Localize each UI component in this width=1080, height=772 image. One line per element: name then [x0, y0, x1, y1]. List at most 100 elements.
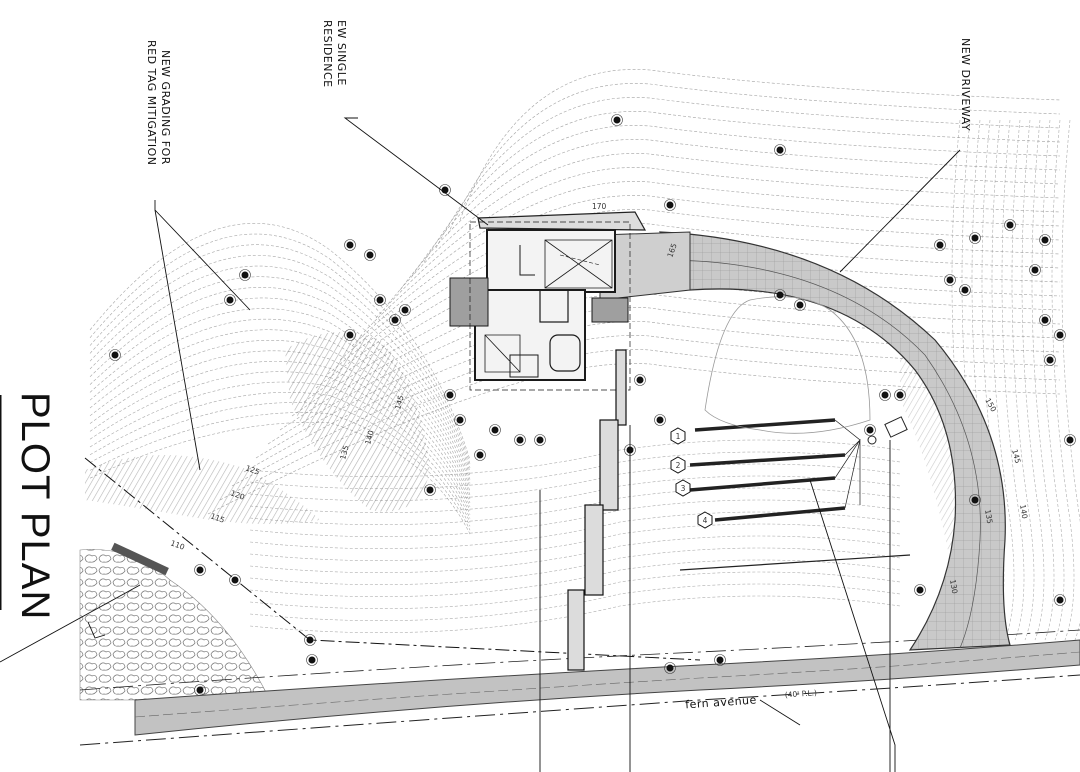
contour-line: [89, 318, 471, 496]
septic-marker-label: 3: [681, 484, 686, 493]
tree-symbol: [656, 416, 664, 424]
tree-symbol: [306, 636, 314, 644]
tree-canopy: [439, 184, 451, 196]
tree-symbol: [1006, 221, 1014, 229]
street-label: fern avenue (40' P.L.): [685, 688, 817, 711]
sw-retaining-wall: [111, 542, 169, 576]
tree-symbol: [308, 656, 316, 664]
residence-label-line2: RESIDENCE: [321, 20, 334, 88]
contour-line: [255, 307, 1061, 459]
contour-line: [89, 255, 471, 472]
tree-canopy: [944, 274, 956, 286]
tree-symbol: [961, 286, 969, 294]
tree-symbol: [1056, 331, 1064, 339]
tree-symbol: [636, 376, 644, 384]
contour-label: 150: [983, 397, 998, 414]
tree-symbol: [971, 496, 979, 504]
street-name: fern avenue: [685, 693, 757, 711]
contour-line: [249, 487, 901, 525]
contour-label: 110: [169, 538, 186, 551]
tree-symbol: [936, 241, 944, 249]
contour-line: [89, 265, 471, 476]
contour-line: [447, 83, 1061, 235]
tree-symbol: [666, 201, 674, 209]
contour-line: [399, 139, 1061, 291]
tree-symbol: [346, 331, 354, 339]
contour-line: [249, 523, 901, 561]
tree-canopy: [239, 269, 251, 281]
contour-line: [1061, 119, 1080, 641]
tree-canopy: [514, 434, 526, 446]
tree-symbol: [226, 296, 234, 304]
tree-symbol: [366, 251, 374, 259]
tree-symbol: [916, 586, 924, 594]
contour-label: 170: [592, 202, 607, 211]
septic-markers: 1 2 3 4: [670, 427, 713, 529]
contour-label: 140: [363, 429, 375, 445]
tree-canopy: [364, 249, 376, 261]
tree-symbol: [716, 656, 724, 664]
septic-marker-label: 2: [676, 461, 681, 470]
tree-canopy: [534, 434, 546, 446]
tree-canopy: [109, 349, 121, 361]
tree-symbol: [613, 116, 621, 124]
tree-canopy: [194, 564, 206, 576]
tree-symbol: [1031, 266, 1039, 274]
tree-canopy: [474, 449, 486, 461]
tree-symbol: [1056, 596, 1064, 604]
contour-line: [89, 371, 471, 515]
tree-canopy: [194, 684, 206, 696]
tree-symbol: [776, 146, 784, 154]
septic-marker-label: 4: [703, 516, 708, 525]
tree-symbol: [346, 241, 354, 249]
tree-canopy: [959, 284, 971, 296]
tree-symbol: [666, 664, 674, 672]
contour-label: 130: [948, 579, 959, 595]
contour-line: [89, 276, 471, 480]
contour-line: [1001, 119, 1025, 641]
contour-line: [1031, 119, 1055, 641]
tree-symbol: [896, 391, 904, 399]
tree-canopy: [1039, 234, 1051, 246]
contour-line: [89, 412, 471, 531]
contour-line: [89, 308, 471, 492]
contour-line: [89, 381, 471, 519]
tree-canopy: [304, 634, 316, 646]
tree-canopy: [969, 232, 981, 244]
contour-line: [89, 233, 471, 464]
tree-canopy: [654, 414, 666, 426]
tree-symbol: [1046, 356, 1054, 364]
contour-line: [89, 297, 471, 488]
north-retaining-wall: [477, 211, 647, 231]
tree-canopy: [1029, 264, 1041, 276]
contour-line: [249, 439, 901, 477]
tree-canopy: [894, 389, 906, 401]
septic-leader-lines: [834, 419, 861, 509]
topographic-contours: [89, 69, 1080, 641]
callout-leaders: [0, 117, 961, 772]
contour-line: [249, 499, 901, 537]
tree-symbol: [491, 426, 499, 434]
tree-canopy: [879, 389, 891, 401]
tree-symbol: [376, 296, 384, 304]
tree-canopy: [664, 662, 676, 674]
rocky-outcrop: [79, 549, 271, 701]
tree-symbol: [796, 301, 804, 309]
tree-symbol: [456, 416, 464, 424]
contour-label: 135: [983, 509, 994, 525]
tree-symbol: [196, 686, 204, 694]
tree-symbol: [196, 566, 204, 574]
tree-symbol: [111, 351, 119, 359]
tree-symbol: [446, 391, 454, 399]
tree-canopy: [374, 294, 386, 306]
tree-canopy: [454, 414, 466, 426]
septic-leach-lines: [679, 418, 911, 571]
tree-symbol: [401, 306, 409, 314]
tree-canopy: [306, 654, 318, 666]
tree-canopy: [424, 484, 436, 496]
driveway-label: NEW DRIVEWAY: [959, 38, 972, 131]
tree-canopy: [864, 424, 876, 436]
contour-line: [1021, 119, 1045, 641]
contour-line: [249, 571, 901, 609]
